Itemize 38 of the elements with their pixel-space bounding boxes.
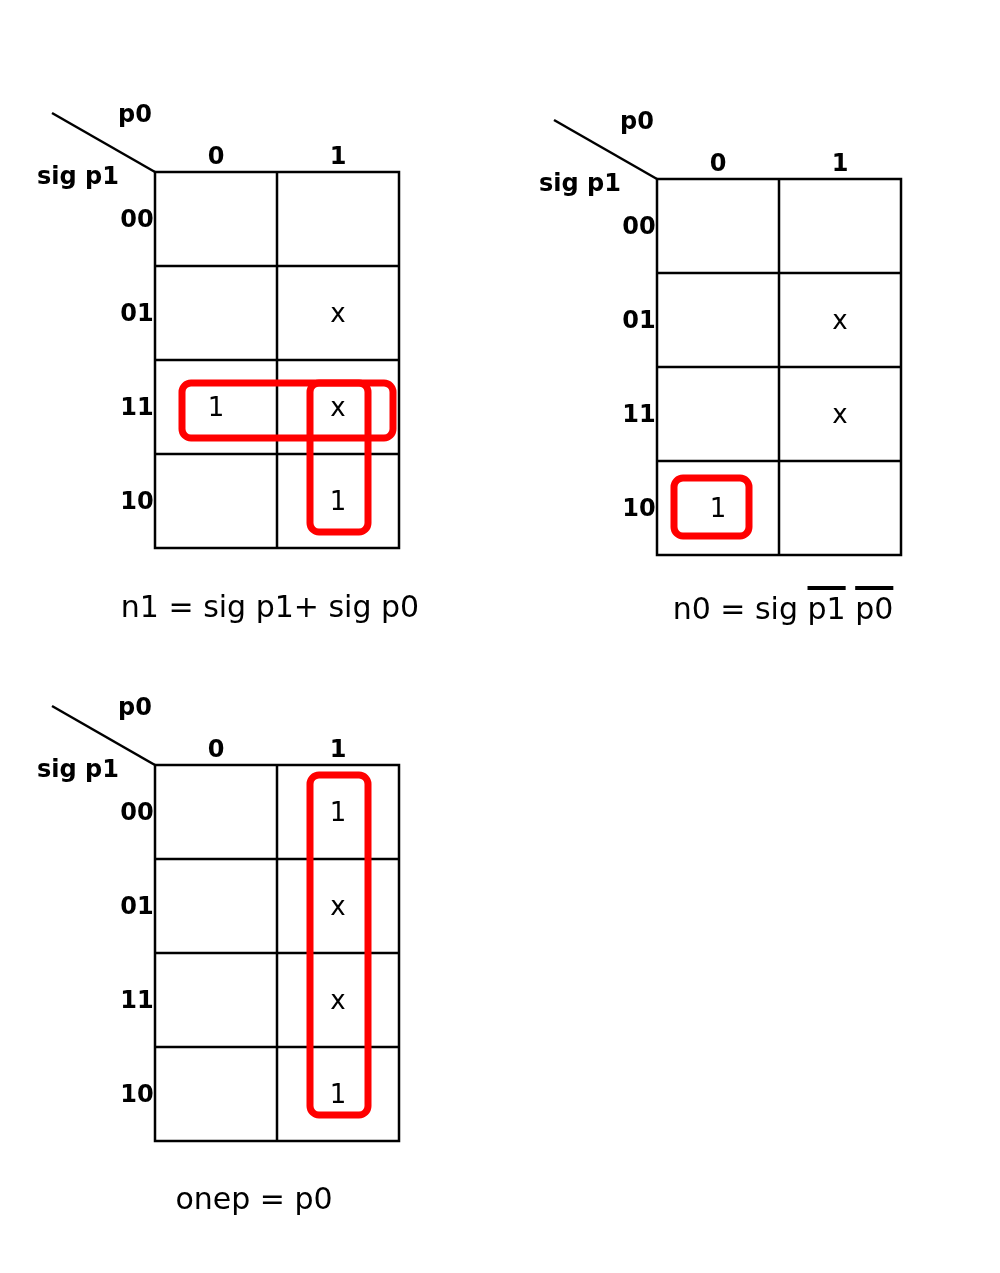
- row-variable-label: sig p1: [37, 164, 119, 188]
- cell-value: 1: [329, 1081, 347, 1107]
- row-header: 10: [120, 489, 154, 513]
- column-header: 1: [329, 737, 347, 761]
- cell-value: 1: [709, 495, 727, 521]
- row-header: 01: [120, 894, 154, 918]
- column-variable-label: p0: [118, 695, 152, 719]
- column-header: 1: [329, 144, 347, 168]
- cell-value: x: [832, 307, 848, 333]
- row-header: 01: [120, 301, 154, 325]
- cell-value: x: [330, 893, 346, 919]
- cell-value: x: [330, 394, 346, 420]
- boolean-equation: n1 = sig p1+ sig p0: [120, 592, 420, 622]
- row-variable-label: sig p1: [539, 171, 621, 195]
- row-header: 10: [120, 1082, 154, 1106]
- cell-value: 1: [329, 799, 347, 825]
- cell-value: x: [330, 987, 346, 1013]
- row-header: 11: [622, 402, 656, 426]
- column-variable-label: p0: [620, 109, 654, 133]
- column-header: 0: [207, 737, 225, 761]
- cell-value: x: [832, 401, 848, 427]
- row-header: 00: [120, 800, 154, 824]
- column-header: 0: [207, 144, 225, 168]
- column-variable-label: p0: [118, 102, 152, 126]
- row-header: 11: [120, 395, 154, 419]
- cell-value: 1: [329, 488, 347, 514]
- row-header: 10: [622, 496, 656, 520]
- column-header: 1: [831, 151, 849, 175]
- row-variable-label: sig p1: [37, 757, 119, 781]
- boolean-equation: onep = p0: [175, 1184, 333, 1214]
- row-header: 11: [120, 988, 154, 1012]
- cell-value: 1: [207, 394, 225, 420]
- row-header: 00: [120, 207, 154, 231]
- row-header: 01: [622, 308, 656, 332]
- boolean-equation: n0 = sig p1 p0: [672, 594, 894, 624]
- row-header: 00: [622, 214, 656, 238]
- column-header: 0: [709, 151, 727, 175]
- cell-value: x: [330, 300, 346, 326]
